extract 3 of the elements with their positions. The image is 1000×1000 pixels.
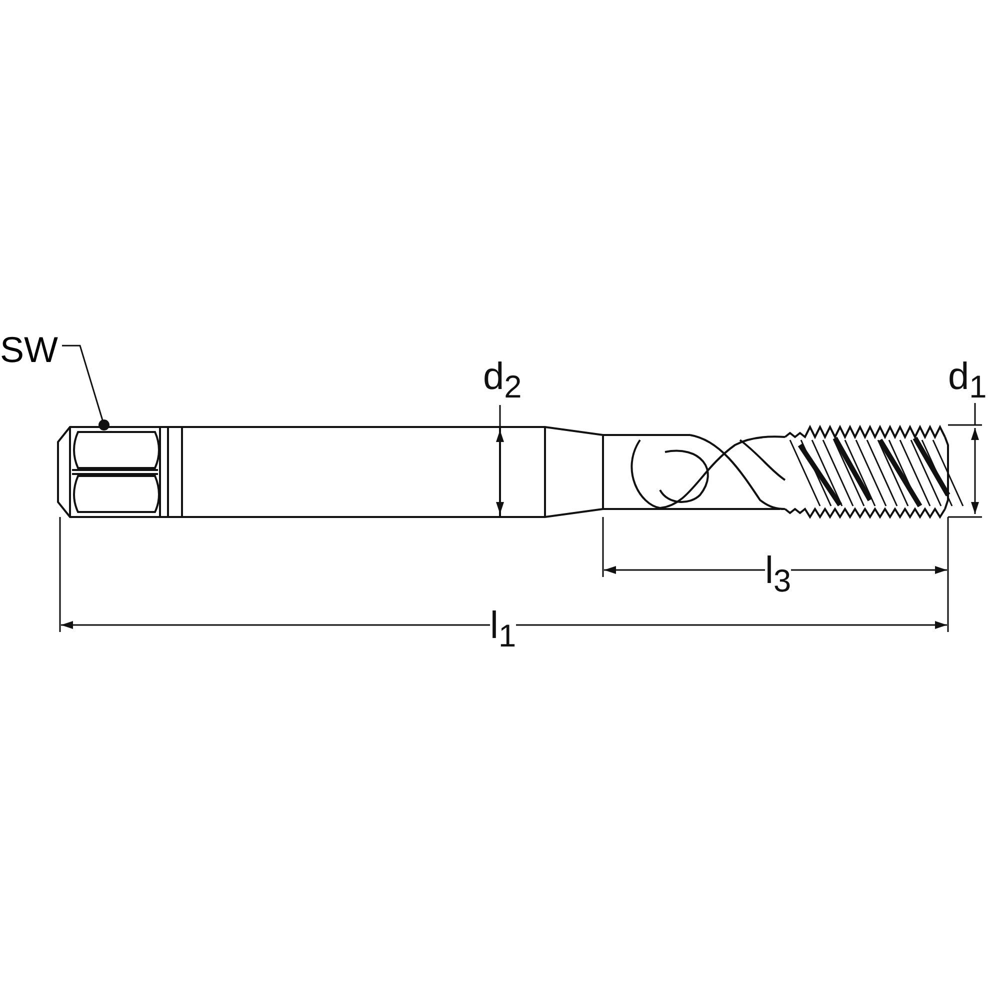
part-label: SW (0, 332, 62, 368)
leader-line (62, 344, 110, 430)
square-drive-drawing (56, 425, 184, 519)
